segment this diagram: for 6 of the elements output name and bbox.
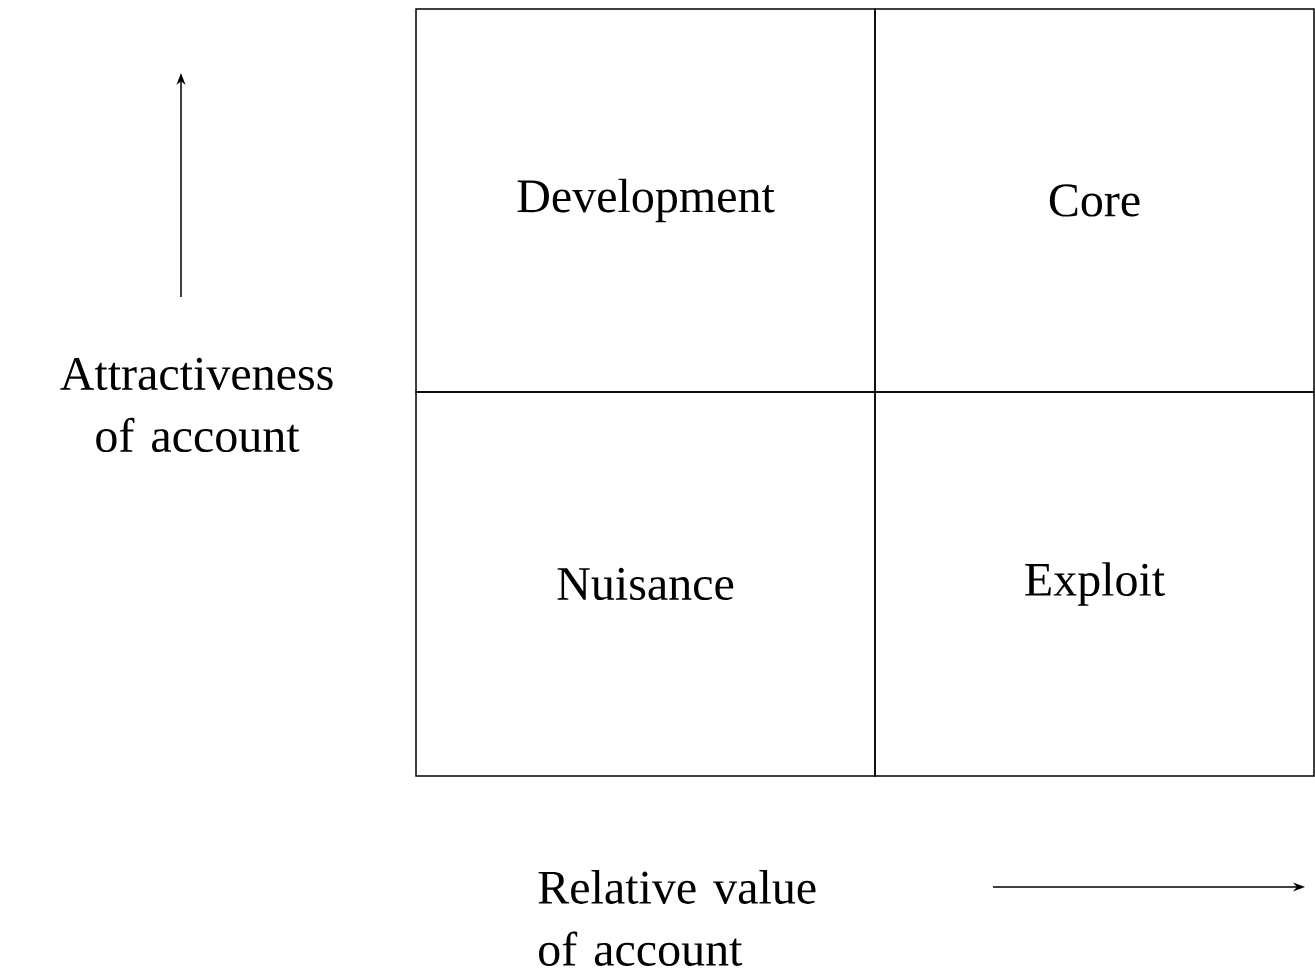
axis-label: Attractiveness of account — [60, 357, 333, 453]
quadrant-box: Core — [874, 8, 1315, 393]
quadrant-box: Exploit — [874, 391, 1315, 777]
quadrant-box: Development — [415, 8, 876, 393]
axis-label: Relative value of account — [538, 870, 816, 966]
quadrant-box: Nuisance — [415, 391, 876, 777]
